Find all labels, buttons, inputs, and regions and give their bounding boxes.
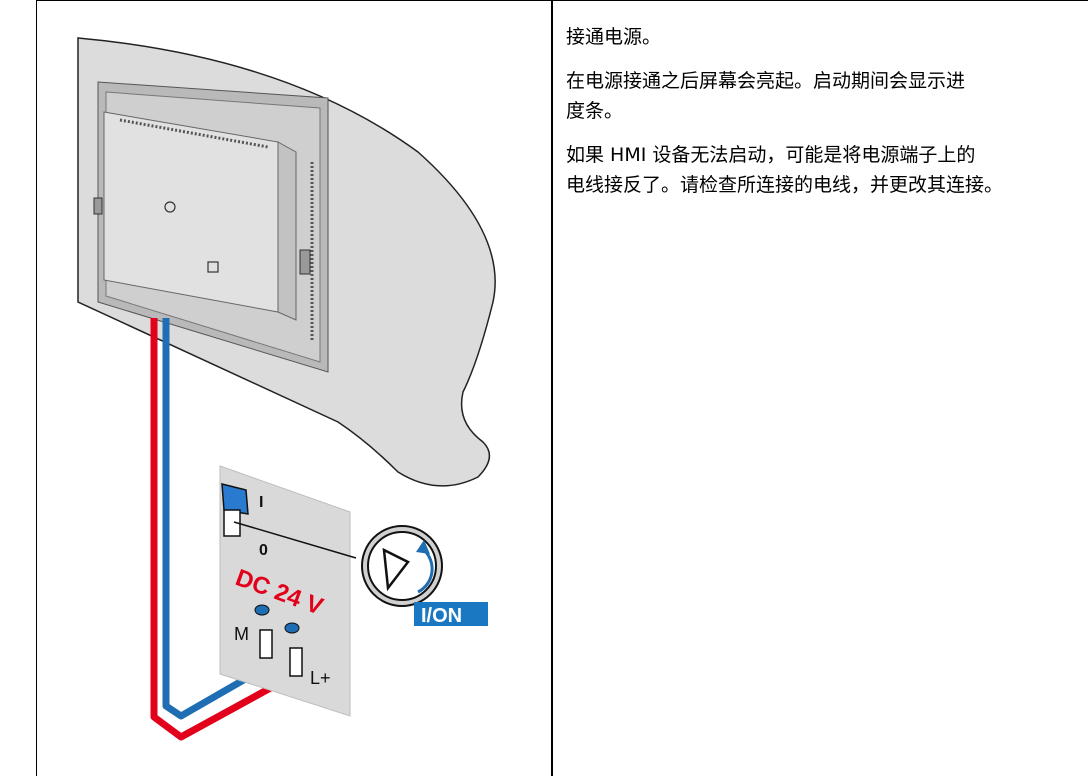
startup-note-line-1: 在电源接通之后屏幕会亮起。启动期间会显示进	[566, 70, 966, 92]
terminal-screw-plus	[284, 622, 300, 634]
terminal-screw-minus	[254, 604, 270, 616]
startup-note: 在电源接通之后屏幕会亮起。启动期间会显示进 度条。	[566, 66, 1088, 126]
switch-callout	[361, 525, 443, 607]
callout-label-box	[414, 602, 488, 626]
power-supply-panel	[219, 465, 351, 717]
startup-note-line-2: 度条。	[566, 100, 624, 122]
power-switch	[221, 483, 357, 559]
switch-on-label: I	[259, 494, 263, 511]
troubleshooting-note-line-2: 电线接反了。请检查所连接的电线，并更改其连接。	[566, 174, 1004, 196]
terminal-plus	[289, 647, 303, 677]
callout-label: I/ON	[421, 605, 462, 627]
troubleshooting-note-line-1: 如果 HMI 设备无法启动，可能是将电源端子上的	[566, 144, 976, 166]
terminal-minus-label: M	[234, 624, 249, 644]
power-connection-illustration: I 0 DC 24 V M L+ I/ON	[38, 2, 550, 776]
column-divider	[551, 0, 553, 776]
switch-off-label: 0	[259, 542, 268, 559]
step-description: 接通电源。 在电源接通之后屏幕会亮起。启动期间会显示进 度条。 如果 HMI 设…	[566, 22, 1088, 214]
step-instruction: 接通电源。	[566, 26, 662, 48]
troubleshooting-note: 如果 HMI 设备无法启动，可能是将电源端子上的 电线接反了。请检查所连接的电线…	[566, 140, 1088, 200]
terminal-plus-label: L+	[310, 668, 331, 688]
hmi-device	[93, 81, 329, 373]
terminal-minus	[259, 629, 273, 659]
table-frame	[36, 0, 1088, 776]
